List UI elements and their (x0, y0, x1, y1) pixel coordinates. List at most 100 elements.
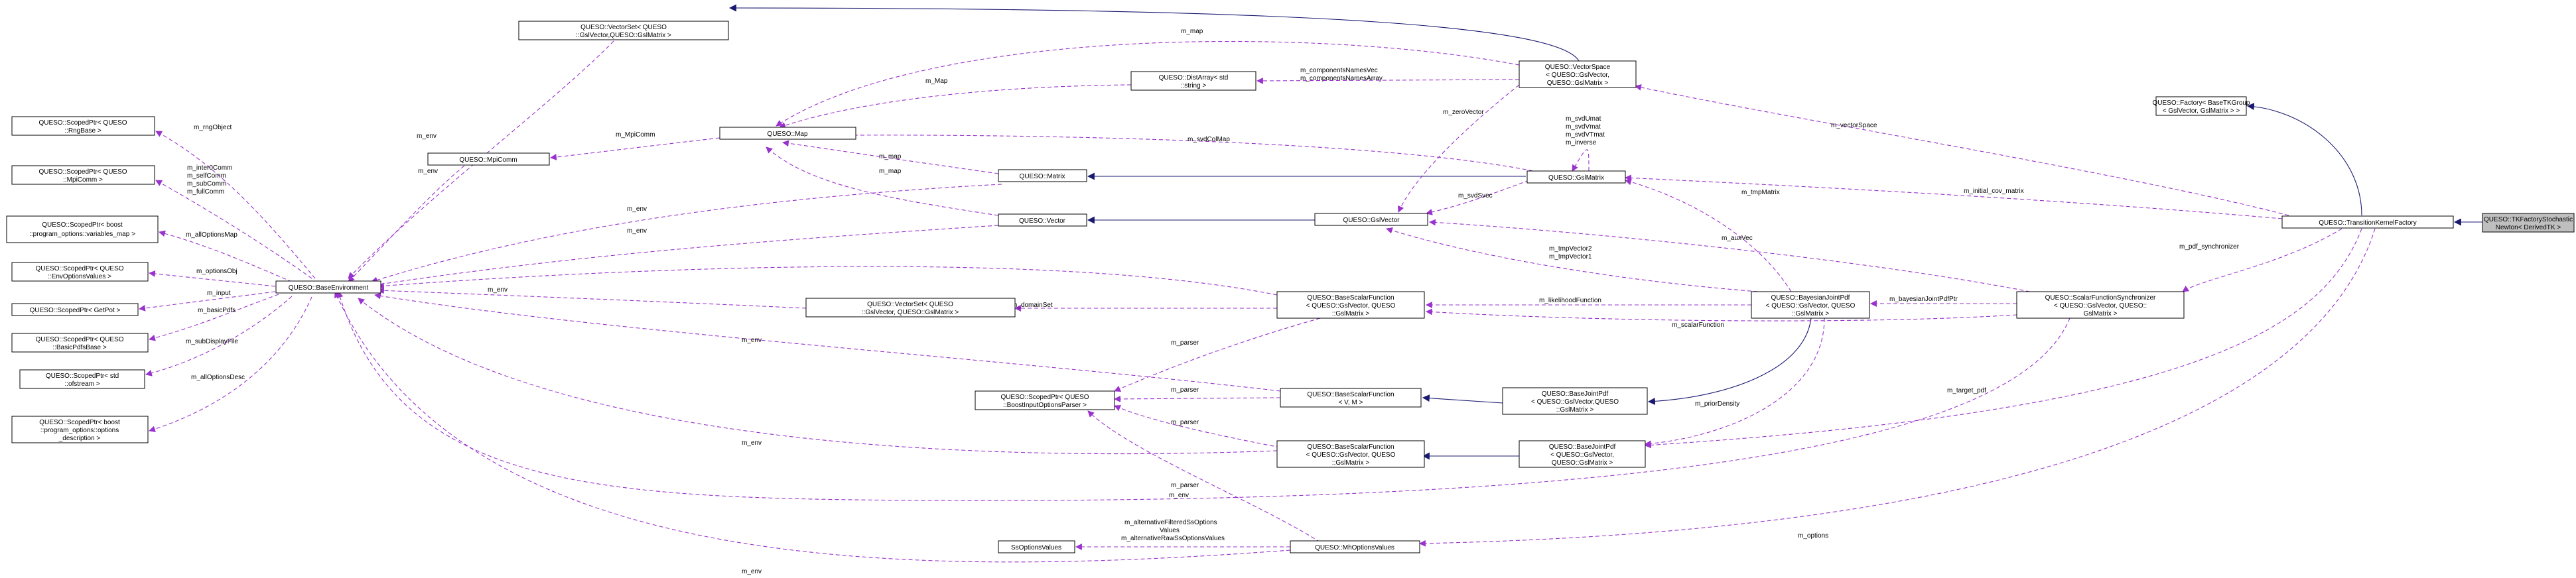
label-m-env-vector: m_env (627, 227, 647, 235)
node-spof-line-1: QUESO::ScopedPtr< std (46, 373, 119, 380)
node-gsl-vector[interactable]: QUESO::GslVector (1314, 213, 1428, 226)
node-gsl-matrix[interactable]: QUESO::GslMatrix (1526, 170, 1626, 184)
usage-edge-optionsobj (149, 270, 276, 287)
label-m-options: m_options (1798, 532, 1828, 540)
node-scoped-ptr-ofstream[interactable]: QUESO::ScopedPtr< std ::ofstream > (19, 369, 145, 389)
usage-edge-map-distarray (779, 84, 1132, 129)
node-scoped-ptr-boost-input-parser[interactable]: QUESO::ScopedPtr< QUESO ::BoostInputOpti… (975, 390, 1115, 410)
node-bjpgsl-line-2: < QUESO::GslVector, (1550, 451, 1614, 459)
usage-edge-env-bsf-vm (374, 292, 1281, 392)
node-tkfactory-stochastic-newton[interactable]: QUESO::TKFactoryStochastic Newton< Deriv… (2482, 213, 2575, 233)
node-spgp-line-1: QUESO::ScopedPtr< GetPot > (30, 307, 121, 314)
node-scoped-ptr-mpicomm[interactable]: QUESO::ScopedPtr< QUESO ::MpiComm > (11, 165, 155, 185)
label-m-tmpvector1: m_tmpVector1 (1549, 253, 1592, 260)
label-m-env-vs: m_env (417, 133, 437, 140)
label-m-env-mh: m_env (742, 568, 762, 575)
label-m-pdfsync: m_pdf_synchronizer (2179, 243, 2240, 251)
node-spbp-line-2: ::BasicPdfsBase > (52, 344, 107, 351)
node-vector-set-top[interactable]: QUESO::VectorSet< QUESO ::GslVector,QUES… (518, 21, 729, 40)
usage-edge-priordensity (1645, 318, 1825, 447)
node-factory-basetkgroup[interactable]: QUESO::Factory< BaseTKGroup < GslVector,… (2153, 96, 2250, 116)
label-m-domainset: m_domainSet (1012, 302, 1053, 309)
usage-edge-alloptionsmap (159, 230, 293, 282)
node-vector-line-1: QUESO::Vector (1019, 217, 1066, 225)
node-mpi-comm[interactable]: QUESO::MpiComm (427, 152, 550, 166)
node-spod-line-1: QUESO::ScopedPtr< boost (39, 419, 120, 426)
node-scoped-ptr-rngbase[interactable]: QUESO::ScopedPtr< QUESO ::RngBase > (11, 116, 155, 136)
label-m-alt-1: m_alternativeFilteredSsOptions (1124, 519, 1217, 526)
usage-edge-env-mpicomm (348, 165, 465, 282)
node-base-scalar-function-vm[interactable]: QUESO::BaseScalarFunction < V, M > (1280, 388, 1422, 408)
node-scoped-ptr-env-options[interactable]: QUESO::ScopedPtr< QUESO ::EnvOptionsValu… (11, 262, 149, 282)
node-bjpvm-line-2: < QUESO::GslVector,QUESO (1531, 398, 1619, 406)
label-m-initialcov: m_initial_cov_matrix (1964, 188, 2024, 195)
usage-edge-parser1 (1114, 318, 1321, 392)
label-m-env-bsf2: m_env (742, 439, 762, 447)
label-m-parser-1: m_parser (1171, 339, 1199, 347)
node-transition-kernel-factory[interactable]: QUESO::TransitionKernelFactory (2281, 215, 2454, 229)
node-tkfactory-line-1: QUESO::TKFactoryStochastic (2484, 216, 2573, 223)
label-m-subdisplayfile: m_subDisplayFile (186, 338, 238, 345)
inherit-edge-factory (2246, 103, 2362, 216)
usage-edge-svdcolmap (779, 132, 1546, 174)
usage-edge-env-matrix (371, 184, 1002, 284)
node-bsfvm-line-2: < V, M > (1339, 399, 1363, 406)
node-base-environment[interactable]: QUESO::BaseEnvironment (275, 280, 381, 294)
node-bjpgsl-line-3: QUESO::GslMatrix > (1552, 459, 1613, 467)
node-matrix[interactable]: QUESO::Matrix (998, 169, 1087, 182)
label-m-zerovector: m_zeroVector (1443, 109, 1484, 116)
usage-edge-env-vectorset-top (348, 40, 614, 279)
node-gslmatrix-line-1: QUESO::GslMatrix (1548, 174, 1604, 182)
node-map[interactable]: QUESO::Map (719, 127, 856, 140)
node-bsf2-line-3: ::GslMatrix > (1332, 459, 1370, 467)
node-bjpvm-line-3: ::GslMatrix > (1556, 406, 1594, 414)
label-m-input: m_input (207, 290, 231, 297)
label-m-svdvtmat: m_svdVTmat (1566, 131, 1605, 139)
node-vector-space[interactable]: QUESO::VectorSpace < QUESO::GslVector, Q… (1519, 60, 1637, 88)
label-m-optionsobj: m_optionsObj (196, 268, 237, 275)
usage-edge-svdsvec (1426, 180, 1530, 215)
node-scoped-ptr-variables-map[interactable]: QUESO::ScopedPtr< boost ::program_option… (6, 215, 159, 243)
label-m-inverse: m_inverse (1566, 139, 1597, 146)
node-scoped-ptr-getpot[interactable]: QUESO::ScopedPtr< GetPot > (11, 303, 139, 316)
node-spbip-line-2: ::BoostInputOptionsParser > (1003, 402, 1087, 409)
node-scoped-ptr-basicpdfs[interactable]: QUESO::ScopedPtr< QUESO ::BasicPdfsBase … (11, 333, 149, 353)
label-m-alt-2: Values (1160, 527, 1180, 534)
node-base-joint-pdf-gsl[interactable]: QUESO::BaseJointPdf < QUESO::GslVector, … (1519, 440, 1646, 468)
node-bsfvm-line-1: QUESO::BaseScalarFunction (1307, 391, 1394, 398)
node-base-scalar-function-gsl-2[interactable]: QUESO::BaseScalarFunction < QUESO::GslVe… (1276, 440, 1425, 468)
node-base-joint-pdf-vm[interactable]: QUESO::BaseJointPdf < QUESO::GslVector,Q… (1502, 387, 1648, 415)
node-dist-array[interactable]: QUESO::DistArray< std ::string > (1130, 71, 1256, 91)
node-vector-set-domain[interactable]: QUESO::VectorSet< QUESO ::GslVector, QUE… (805, 298, 1016, 318)
node-vector[interactable]: QUESO::Vector (998, 213, 1087, 227)
node-base-scalar-function-gsl-1[interactable]: QUESO::BaseScalarFunction < QUESO::GslVe… (1276, 291, 1425, 319)
label-m-map-vs: m_map (1181, 28, 1203, 35)
label-m-alloptionsdesc: m_allOptionsDesc (191, 374, 245, 381)
label-m-inter0comm: m_inter0Comm (187, 164, 232, 172)
node-ss-line-1: SsOptionsValues (1011, 544, 1061, 551)
node-ss-options-values[interactable]: SsOptionsValues (998, 540, 1075, 553)
label-m-parser-2: m_parser (1171, 386, 1199, 394)
label-m-alloptionsmap: m_allOptionsMap (186, 231, 237, 239)
node-scoped-ptr-options-description[interactable]: QUESO::ScopedPtr< boost ::program_option… (11, 416, 149, 443)
usage-edge-parser3 (1114, 405, 1281, 448)
usage-edge-subdisplayfile (145, 296, 293, 376)
node-bayesian-joint-pdf[interactable]: QUESO::BayesianJointPdf < QUESO::GslVect… (1751, 291, 1870, 319)
label-m-svdvmat: m_svdVmat (1566, 123, 1601, 131)
label-m-likelihood: m_likelihoodFunction (1539, 297, 1601, 304)
label-m-env-vectorset: m_env (488, 286, 508, 294)
node-mh-options-values[interactable]: QUESO::MhOptionsValues (1290, 540, 1420, 553)
usage-edge-env-vector (374, 225, 999, 288)
label-m-vectorspace: m_vectorSpace (1831, 122, 1877, 129)
usage-edge-targetpdf (1645, 228, 2362, 449)
usage-edge-options (1419, 228, 2376, 547)
usage-edge-components (1256, 78, 1520, 84)
node-mh-line-1: QUESO::MhOptionsValues (1315, 544, 1394, 551)
usage-edge-map-vectorspace (776, 41, 1526, 127)
usage-edge-map-vector (766, 146, 999, 216)
node-scalar-function-synchronizer[interactable]: QUESO::ScalarFunctionSynchronizer < QUES… (2016, 291, 2185, 319)
label-m-bayesianptr: m_bayesianJointPdfPtr (1889, 296, 1958, 303)
usage-edge-env-bsf2 (358, 298, 1278, 455)
inherit-edge-bayesian (1647, 318, 1812, 405)
